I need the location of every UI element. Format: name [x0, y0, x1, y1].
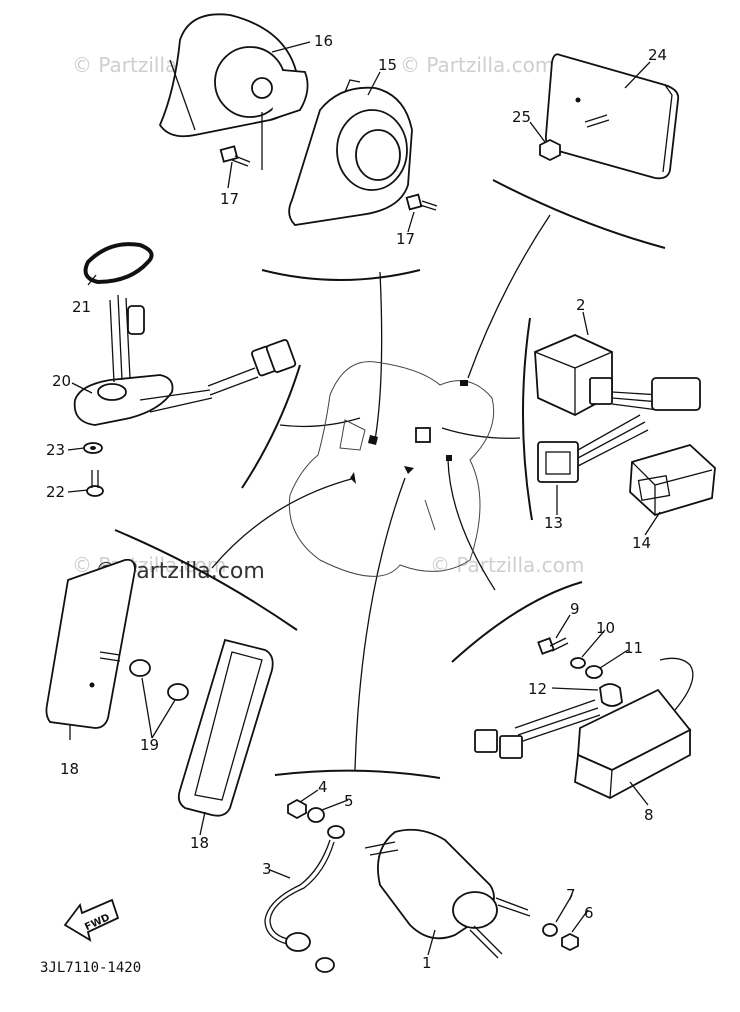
relay-marker-icon: [415, 427, 431, 443]
relay-2: [534, 334, 701, 417]
watermark: © Partzilla.com: [400, 53, 554, 77]
leader-horn: [374, 271, 383, 441]
leader-relay: [441, 427, 521, 439]
tail-light-24: [545, 53, 680, 180]
callout-9: 9: [570, 600, 580, 618]
callout-10: 10: [596, 619, 615, 637]
callout-17-lower: 17: [396, 230, 415, 248]
callout-23: 23: [46, 441, 65, 459]
callout-14: 14: [632, 534, 651, 552]
callout-4: 4: [318, 778, 328, 796]
bolt-17-lower: [405, 193, 438, 211]
callout-22: 22: [46, 483, 65, 501]
nuts-19: [129, 659, 189, 701]
callout-20: 20: [52, 372, 71, 390]
nut-6: [561, 932, 579, 952]
bracket-regulator: [451, 581, 583, 663]
callout-labels: 16 15 24 25 17 17 21 2 20 23 22 13 14 9 …: [46, 32, 667, 972]
callout-1: 1: [422, 954, 432, 972]
gasket-21: [83, 242, 154, 285]
callout-13: 13: [544, 514, 563, 532]
motorcycle-outline: [288, 361, 495, 577]
callout-8: 8: [644, 806, 654, 824]
horn-15: [288, 79, 413, 226]
callout-2: 2: [576, 296, 586, 314]
bracket-horns: [261, 269, 421, 281]
callout-12: 12: [528, 680, 547, 698]
washer-7: [542, 923, 558, 937]
horn-16: [158, 13, 309, 138]
fuel-sender-20: [73, 294, 297, 426]
callout-3: 3: [262, 860, 272, 878]
drawing-code: 3JL7110-1420: [40, 960, 141, 976]
coupler-14: [629, 443, 716, 517]
callout-18-left: 18: [60, 760, 79, 778]
bolt-9: [537, 637, 569, 655]
callout-24: 24: [648, 46, 667, 64]
callout-7: 7: [566, 886, 576, 904]
reflector-18-left: [45, 558, 136, 729]
nut-25: [539, 114, 610, 162]
bracket-fuel-sender: [241, 364, 301, 489]
callout-25: 25: [512, 108, 531, 126]
bracket-reflectors: [114, 529, 298, 631]
callout-5: 5: [344, 792, 354, 810]
watermark: © Partzilla.com: [430, 553, 584, 577]
bracket-tail-light: [492, 179, 666, 249]
leader-sender: [279, 417, 361, 428]
leader-regulator: [447, 459, 496, 591]
lead-wire-3: [264, 825, 345, 973]
reflector-18-right: [177, 638, 274, 817]
wire-harness-12: [474, 683, 623, 759]
callout-11: 11: [624, 639, 643, 657]
leader-starter: [354, 477, 406, 771]
callout-6: 6: [584, 904, 594, 922]
leader-reflector: [211, 477, 356, 569]
nut-4: [287, 798, 307, 820]
callout-19: 19: [140, 736, 159, 754]
callout-21: 21: [72, 298, 91, 316]
bolt-17-upper: [219, 145, 251, 167]
collar-11: [585, 665, 603, 679]
washer-23: [83, 442, 103, 454]
callout-18-right: 18: [190, 834, 209, 852]
callout-17-upper: 17: [220, 190, 239, 208]
regulator-8: [574, 657, 694, 800]
bracket-relays: [521, 317, 533, 521]
callout-15: 15: [378, 56, 397, 74]
callout-16: 16: [314, 32, 333, 50]
coupler-13: [537, 414, 649, 483]
leader-tail: [467, 214, 551, 379]
bracket-starter: [274, 769, 441, 779]
washer-10: [570, 657, 586, 669]
starter-relay-1: [364, 828, 531, 959]
callout-leaders: [67, 41, 661, 956]
washer-5: [307, 807, 325, 823]
screw-22: [86, 470, 104, 497]
fwd-arrow-icon: FWD: [63, 898, 120, 942]
